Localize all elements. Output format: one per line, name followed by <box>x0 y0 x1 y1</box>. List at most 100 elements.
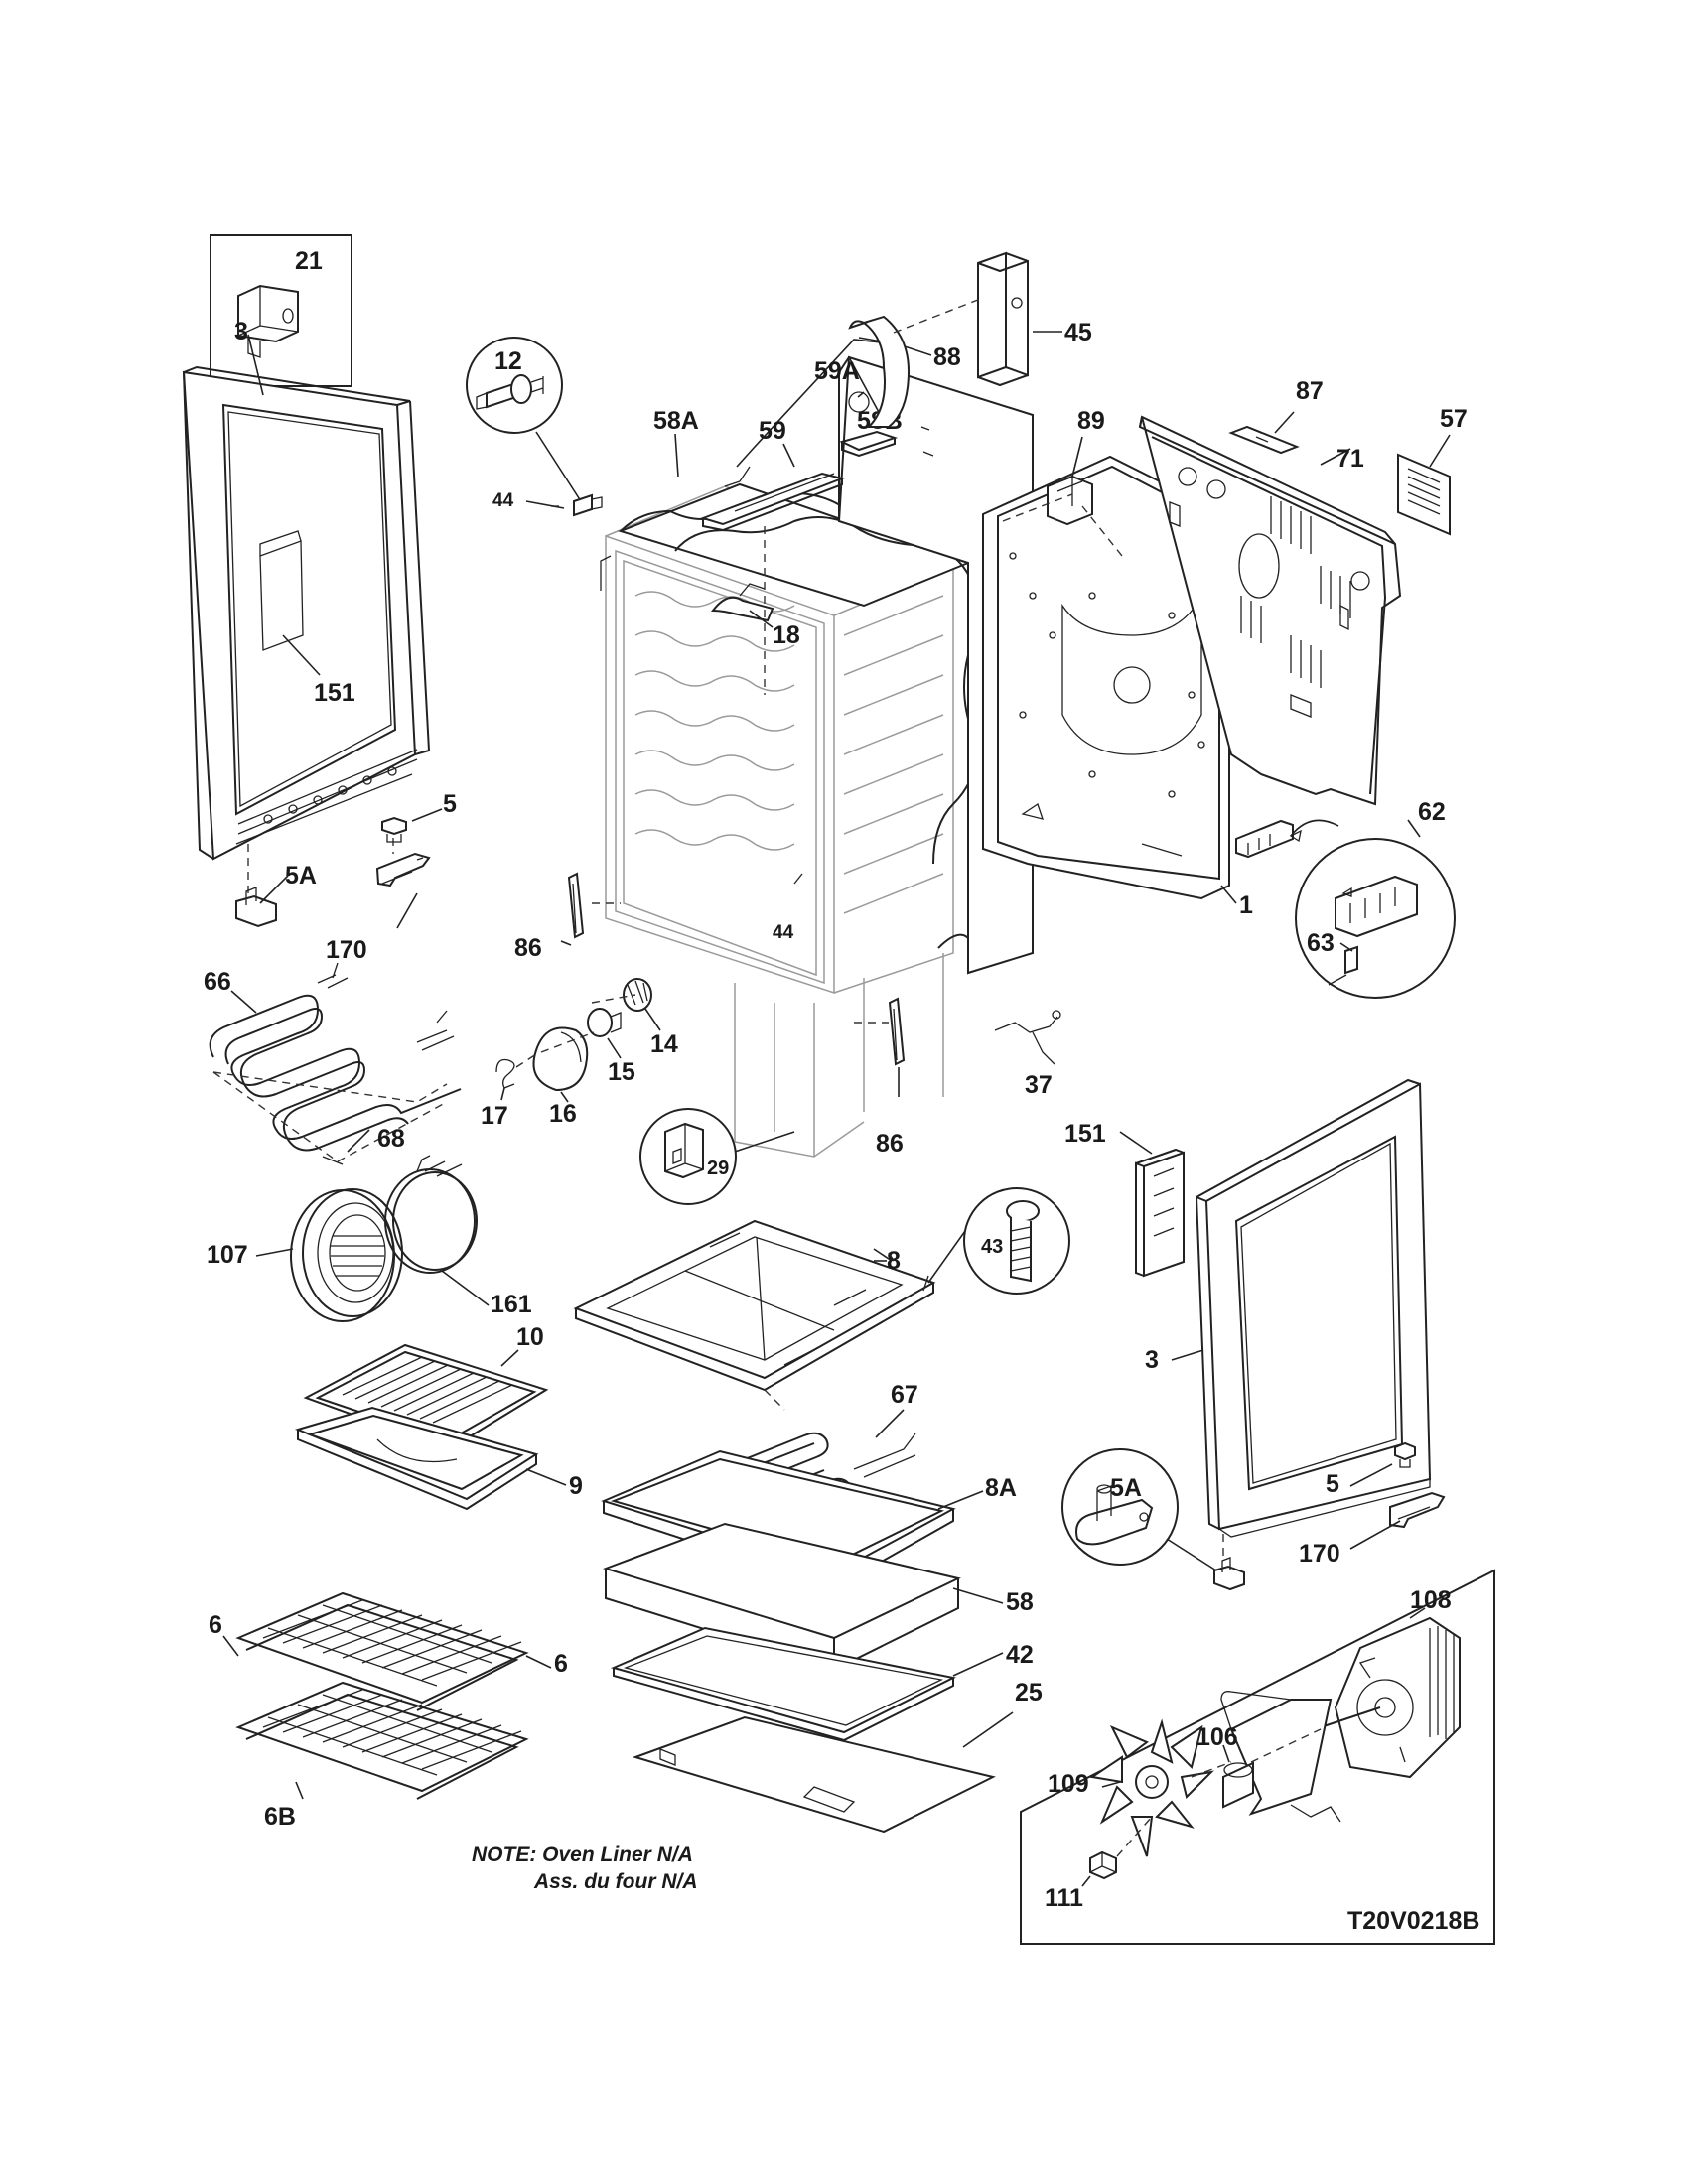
vent-duct-59 <box>699 443 846 695</box>
callout-87: 87 <box>1296 377 1324 405</box>
rack-support-86-right <box>888 997 906 1097</box>
callout-44-top: 44 <box>492 490 514 511</box>
callout-88: 88 <box>933 343 961 371</box>
callout-25: 25 <box>1015 1679 1043 1706</box>
fan-nut-111 <box>1081 1850 1117 1887</box>
broil-element-66 <box>209 962 462 1165</box>
part-12-detail: 12 <box>466 337 603 517</box>
note-line-1: NOTE: Oven Liner N/A <box>472 1843 693 1866</box>
hinge-screw-icon <box>381 816 407 843</box>
right-oven-door <box>1171 1078 1432 1538</box>
convection-fan-cover-107 <box>255 1188 403 1322</box>
part-8-bottom-panel <box>573 1219 936 1411</box>
wire-37 <box>994 1010 1061 1065</box>
terminal-screw-63-icon <box>1328 945 1358 986</box>
left-hinge-parts <box>235 808 443 929</box>
callout-63: 63 <box>1307 929 1335 957</box>
back-panel-71 <box>1138 415 1402 806</box>
callout-3-left: 3 <box>234 318 248 345</box>
part-62-detail <box>1235 819 1456 999</box>
callout-5-left: 5 <box>443 790 457 818</box>
hinge-screw-right-icon <box>1394 1441 1416 1468</box>
note-line-2: Ass. du four N/A <box>533 1870 698 1893</box>
callout-58: 58 <box>1006 1588 1034 1616</box>
hinge-receiver-icon <box>235 887 277 928</box>
callout-86-left: 86 <box>514 934 542 962</box>
callout-45: 45 <box>1064 319 1092 346</box>
callout-59a: 59A <box>814 357 860 385</box>
callout-12: 12 <box>494 347 522 375</box>
door-hinge-holes <box>263 766 397 824</box>
callout-5a-left: 5A <box>285 862 317 889</box>
callout-21: 21 <box>295 247 323 275</box>
broil-pan-9 <box>294 1406 567 1511</box>
panel-holes <box>1009 552 1205 798</box>
diagram-code: T20V0218B <box>1347 1907 1479 1935</box>
rack-support-86-left <box>560 872 585 946</box>
callout-89: 89 <box>1077 407 1105 435</box>
callout-42: 42 <box>1006 1641 1034 1669</box>
callout-5a-right: 5A <box>1110 1474 1142 1502</box>
part-87 <box>1228 411 1300 455</box>
fan-motor-108 <box>1320 1607 1461 1779</box>
callout-17: 17 <box>481 1102 508 1130</box>
callout-58a: 58A <box>653 407 699 435</box>
callout-18: 18 <box>773 621 800 649</box>
lens-clip-icon <box>495 1058 515 1089</box>
callout-151-right: 151 <box>1064 1120 1106 1148</box>
callout-43: 43 <box>981 1236 1003 1258</box>
light-socket-icon <box>623 978 652 1012</box>
bracket-89 <box>1047 436 1093 526</box>
callout-9: 9 <box>569 1472 583 1500</box>
callout-1: 1 <box>1239 891 1253 919</box>
light-lens-icon <box>532 1026 589 1092</box>
callout-57: 57 <box>1440 405 1468 433</box>
vent-duct-59a <box>839 315 911 458</box>
broil-pan-slots <box>342 1356 513 1424</box>
convection-fan-inset: 108 106 109 111 <box>1020 1569 1495 1945</box>
terminal-block-icon <box>664 1122 704 1179</box>
callout-111: 111 <box>1045 1884 1083 1912</box>
callout-8a: 8A <box>985 1474 1017 1502</box>
callout-44-mid: 44 <box>773 922 794 943</box>
motor-bracket-106 <box>1220 1691 1341 1823</box>
callout-71: 71 <box>1336 445 1364 473</box>
fan-blade-109 <box>1089 1718 1214 1857</box>
callout-109: 109 <box>1048 1770 1089 1798</box>
callout-108: 108 <box>1410 1586 1452 1614</box>
knob-insert-icon <box>237 284 299 358</box>
callout-68: 68 <box>377 1125 405 1153</box>
callout-16: 16 <box>549 1100 577 1128</box>
hinge-receiver-right-icon <box>1213 1557 1245 1591</box>
part-18-bracket <box>710 583 774 628</box>
terminal-block-62-icon <box>1335 875 1418 938</box>
hinge-receiver-5a-icon <box>1075 1484 1154 1546</box>
callout-151-left: 151 <box>314 679 355 707</box>
callout-6-left: 6 <box>209 1611 222 1639</box>
callout-107: 107 <box>207 1241 248 1269</box>
callout-170-left: 170 <box>326 936 367 964</box>
oven-rack-6 <box>222 1591 552 1711</box>
callout-10: 10 <box>516 1323 544 1351</box>
callout-86-right: 86 <box>876 1130 904 1158</box>
callout-6-right: 6 <box>554 1650 568 1678</box>
callout-37: 37 <box>1025 1071 1053 1099</box>
callout-14: 14 <box>650 1030 678 1058</box>
oven-rack-6b <box>235 1681 529 1800</box>
oven-sensor-icon <box>476 374 544 410</box>
convection-element-161 <box>384 1155 490 1306</box>
light-bulb-icon <box>587 1008 622 1037</box>
callout-67: 67 <box>891 1381 918 1409</box>
callout-29: 29 <box>707 1158 729 1179</box>
part-29-detail: 29 <box>639 1108 795 1205</box>
hinge-arm-icon <box>375 852 431 887</box>
oven-rack-guides <box>634 591 795 851</box>
callout-5-right: 5 <box>1326 1470 1339 1498</box>
part-5a-right-detail: 5A <box>1061 1448 1217 1571</box>
left-oven-door <box>182 334 431 861</box>
vent-slots <box>1240 496 1351 688</box>
part-151-right <box>1119 1131 1185 1278</box>
part-21-inset: 21 <box>210 234 352 387</box>
callout-106: 106 <box>1196 1723 1238 1751</box>
